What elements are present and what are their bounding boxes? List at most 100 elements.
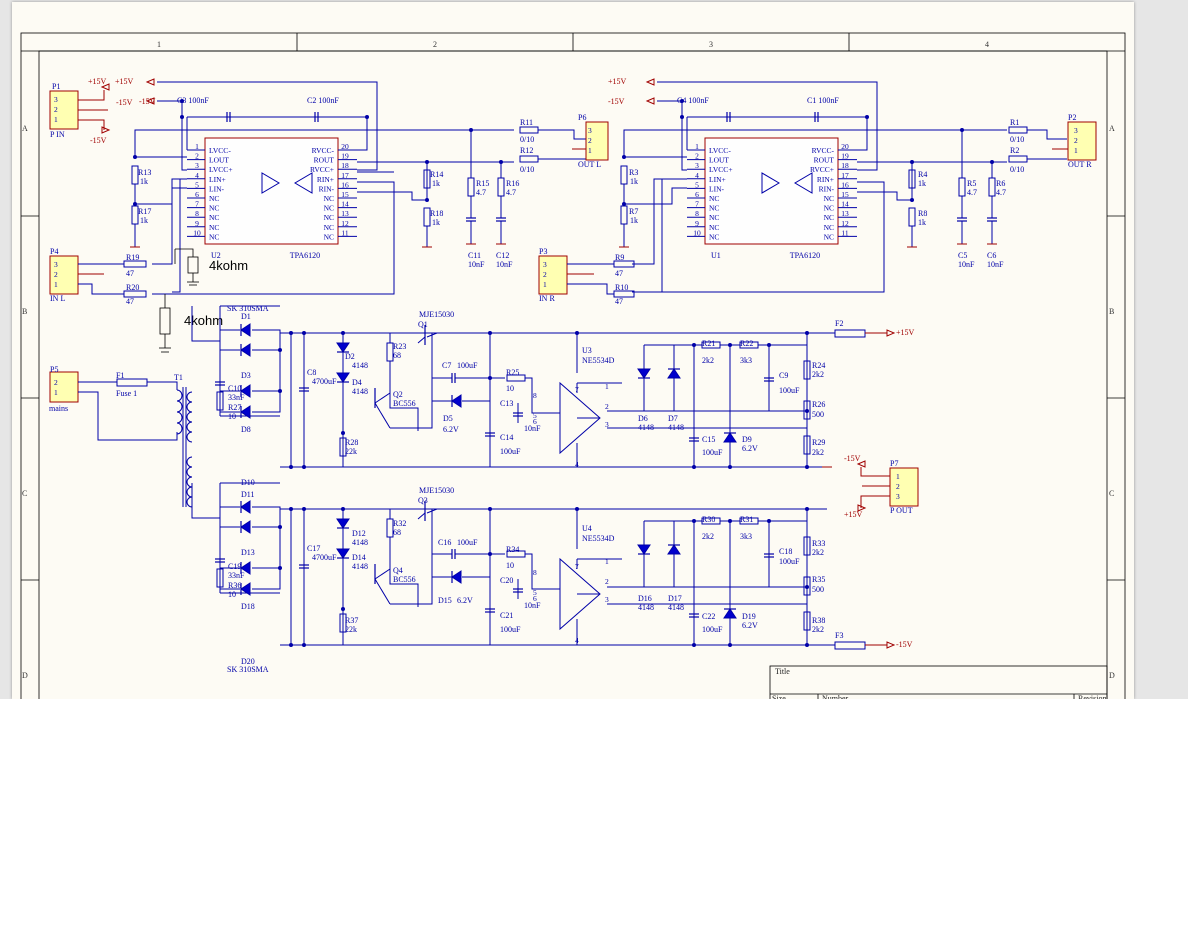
res-value: 47: [615, 269, 623, 278]
diode-d8: [240, 384, 251, 398]
chip-pin-name: LIN+: [209, 175, 226, 184]
chip-pin-number: 17: [841, 171, 849, 180]
res-value: 3k3: [740, 532, 752, 541]
res-ref: R16: [506, 179, 519, 188]
connector-pin: 3: [54, 260, 58, 269]
cap-value: 100uF: [500, 447, 521, 456]
chip-pin-name: NC: [824, 213, 834, 222]
opamp-pin-number: 2: [605, 577, 609, 586]
res-value: 68: [393, 528, 401, 537]
fuse-ref: F2: [835, 319, 843, 328]
zone-col-label: 1: [157, 40, 161, 49]
transistor-part: MJE15030: [419, 486, 454, 495]
chip-pin-name: NC: [709, 223, 719, 232]
connector-p4: [49, 255, 79, 295]
junction-dot: [767, 343, 771, 347]
chip-pin-name: RIN+: [317, 175, 334, 184]
transistor-ref: Q2: [393, 390, 403, 399]
zener-diode: [336, 548, 350, 559]
res-value: 1k: [918, 179, 926, 188]
resistor-r5: [958, 177, 966, 197]
wire: [152, 178, 187, 265]
transistor-ref: Q1: [418, 320, 428, 329]
opamp-pin-number: 8: [533, 568, 537, 577]
connector-p7: [889, 467, 919, 507]
chip-pin-number: 12: [341, 219, 349, 228]
transistor-lead: [374, 402, 391, 429]
chip-pin-name: NC: [824, 232, 834, 241]
res-ref: R33: [812, 539, 825, 548]
buffer-amp-symbol: [794, 172, 813, 194]
chip-pin-name: RVCC-: [812, 146, 835, 155]
resistor-r11: [519, 126, 539, 134]
chip-pin-name: NC: [324, 204, 334, 213]
res-ref: R23: [393, 342, 406, 351]
res-value: 500: [812, 410, 824, 419]
diode-d6: [637, 368, 651, 379]
p1-wire: [78, 119, 105, 130]
power-port-arrow: [886, 329, 896, 337]
chip-pin-number: 19: [841, 152, 849, 161]
cap-ref: C22: [702, 612, 715, 621]
connector-pin: 2: [543, 270, 547, 279]
zener-d5: [451, 394, 462, 408]
buffer-amp-symbol: [294, 172, 313, 194]
res-ref: R36: [228, 581, 241, 590]
res-value: 4.7: [996, 188, 1006, 197]
cap-ref: C13: [500, 399, 513, 408]
diode-d1: [240, 323, 251, 337]
connector-ref: P1: [52, 82, 60, 91]
cap-value: 4700uF: [312, 553, 337, 562]
connector-pin: 1: [54, 388, 58, 397]
wire: [567, 283, 614, 295]
res-ref: R1: [1010, 118, 1019, 127]
power-label: -15V: [90, 136, 107, 145]
opamp-pin-number: 1: [605, 557, 609, 566]
res-ref: R38: [812, 616, 825, 625]
chip-pin-number: 4: [695, 171, 699, 180]
chip-pin-name: RIN-: [319, 184, 335, 193]
cap-value: 33nF: [228, 393, 245, 402]
fuse-ref: F1: [116, 371, 124, 380]
diode-ref: D14: [352, 553, 366, 562]
zone-col-label: 4: [985, 40, 989, 49]
chip-pin-number: 13: [341, 209, 349, 218]
diode-d7: [667, 544, 681, 555]
wire: [538, 129, 587, 140]
res-value: 10: [506, 561, 514, 570]
chip-part: NE5534D: [582, 534, 615, 543]
res-ref: R29: [812, 438, 825, 447]
junction-dot: [865, 115, 869, 119]
junction-dot: [767, 519, 771, 523]
diode-value: 6.2V: [443, 425, 459, 434]
resistor-r10: [613, 290, 635, 298]
resistor-r20: [123, 290, 147, 298]
cap-ref: C5: [958, 251, 967, 260]
wire: [390, 333, 433, 429]
res-value: 4.7: [506, 188, 516, 197]
cap-ref: C16: [438, 538, 451, 547]
connector-pin: 1: [1074, 146, 1078, 155]
chip-pin-number: 1: [195, 142, 199, 151]
connector-pin: 1: [896, 472, 900, 481]
wire: [135, 187, 187, 205]
chip-pin-name: LVCC+: [709, 165, 733, 174]
wire: [390, 509, 433, 605]
supply-wire: [157, 100, 187, 171]
power-label: +15V: [844, 510, 863, 519]
chip-pin-name: RIN-: [819, 184, 835, 193]
connector-label: mains: [49, 404, 68, 413]
res-ref: R24: [812, 361, 825, 370]
revision-label: Revision: [1078, 694, 1106, 699]
chip-ref: U4: [582, 524, 592, 533]
transistor-part: BC556: [393, 575, 416, 584]
wire: [632, 178, 687, 265]
transformer-coil: [186, 401, 193, 413]
res-value: 68: [393, 351, 401, 360]
chip-pin-number: 20: [341, 142, 349, 151]
chip-pin-name: NC: [209, 194, 219, 203]
chip-pin-number: 14: [341, 200, 349, 209]
chip-pin-number: 19: [341, 152, 349, 161]
res-ref: R5: [967, 179, 976, 188]
